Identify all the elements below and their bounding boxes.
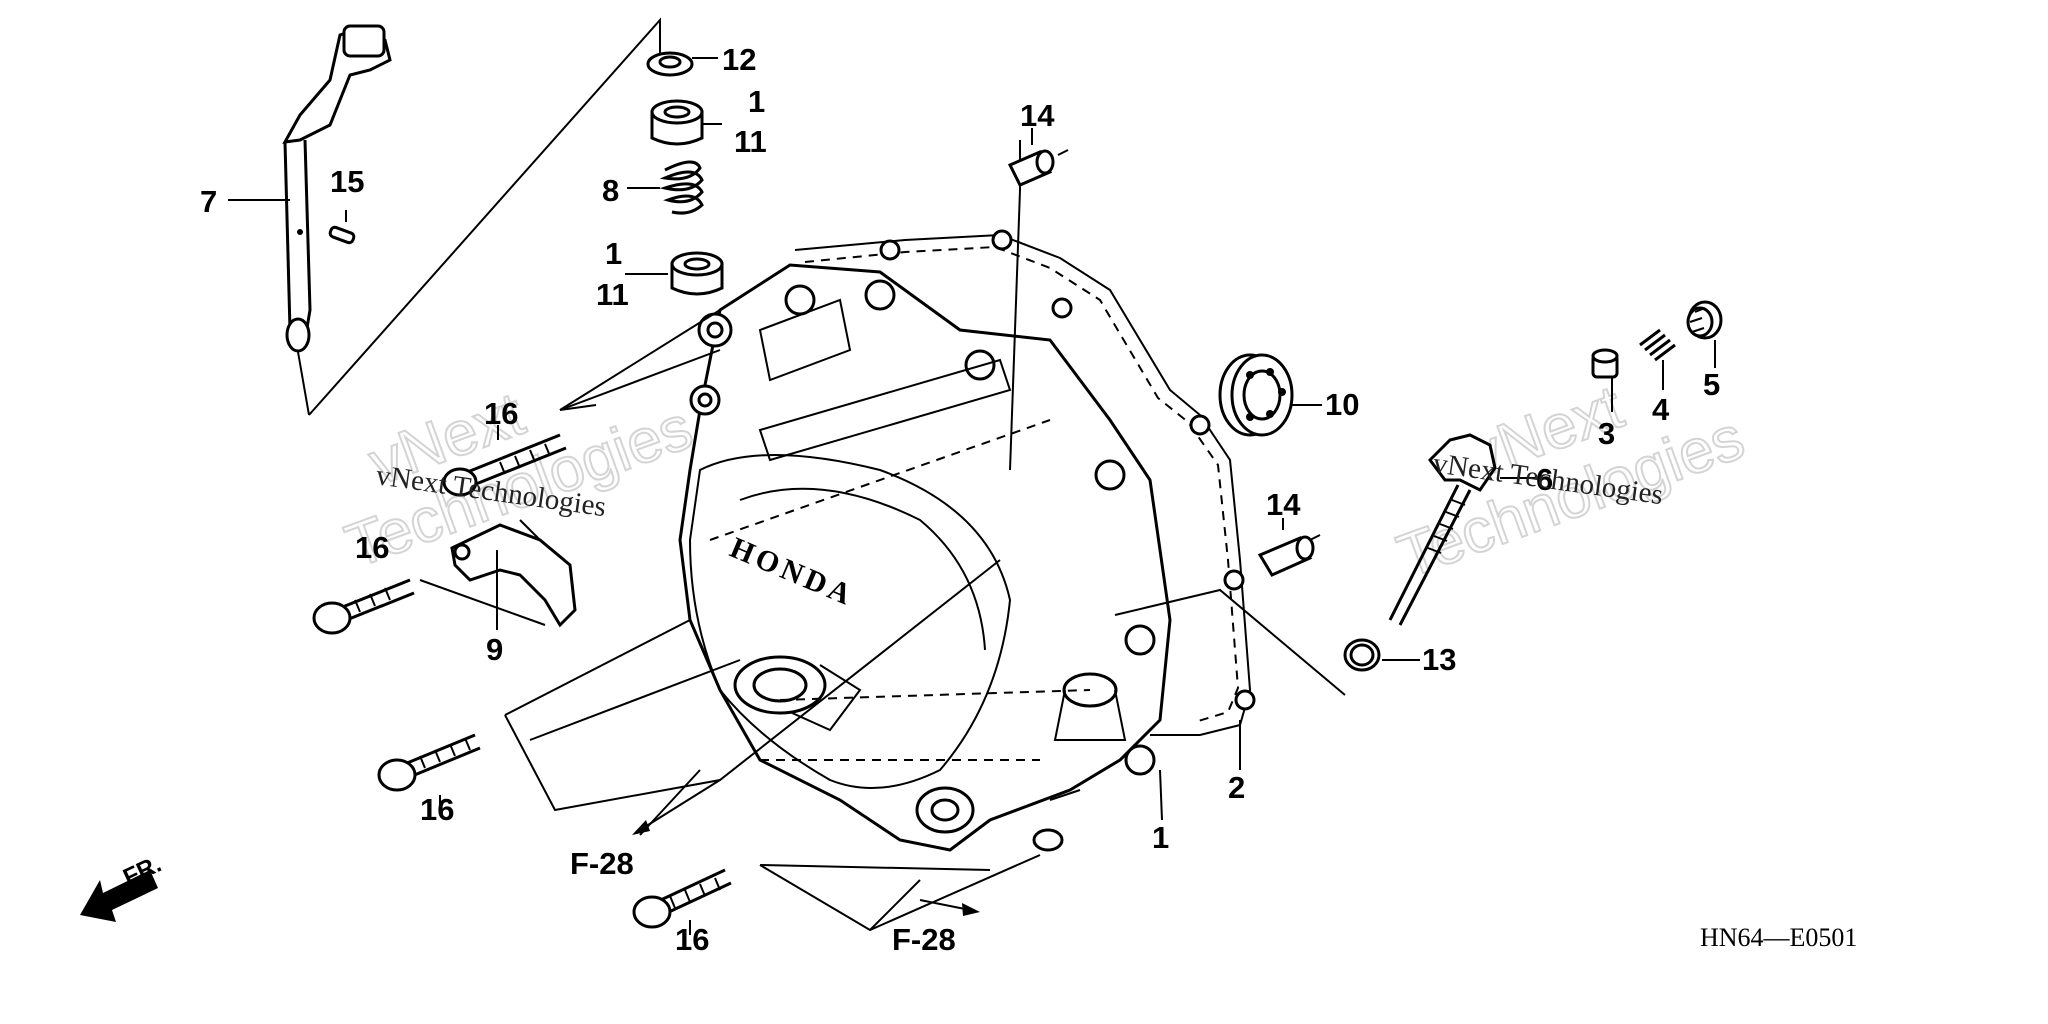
callout-9: 9 [486, 632, 503, 667]
callout-14-top: 14 [1020, 98, 1055, 133]
callout-1-bottom: 1 [1152, 820, 1169, 855]
callout-15: 15 [330, 164, 364, 199]
callout-12: 12 [722, 42, 756, 77]
callout-8: 8 [602, 173, 619, 208]
bolt-lower-left [377, 733, 481, 792]
callout-4: 4 [1652, 392, 1670, 427]
plug [1591, 348, 1619, 379]
callout-16-c: 16 [420, 792, 454, 827]
callout-11-mid: 11 [596, 277, 629, 312]
spring [659, 160, 704, 215]
bolt-bottom [632, 868, 732, 929]
f28-arrow-bottom [919, 899, 980, 916]
callout-10: 10 [1325, 387, 1359, 422]
callout-7: 7 [200, 184, 217, 219]
diagram-code: HN64—E0501 [1700, 923, 1857, 952]
bracket [450, 519, 577, 628]
callout-16-d: 16 [675, 922, 709, 957]
callout-16-b: 16 [355, 530, 389, 565]
callout-11-top: 11 [734, 124, 767, 159]
callout-2: 2 [1228, 770, 1245, 805]
ref-f28-left[interactable]: F-28 [570, 846, 634, 881]
callout-16-a: 16 [484, 396, 518, 431]
oil-seal [1218, 353, 1294, 437]
callout-3: 3 [1598, 416, 1615, 451]
dowel-collar-mid [1257, 535, 1315, 577]
shift-lever [282, 24, 392, 353]
ref-f28-bottom[interactable]: F-28 [892, 922, 956, 957]
dowel-collar-top [1007, 149, 1055, 187]
washer [646, 51, 694, 77]
callout-1-top: 1 [748, 84, 765, 119]
bolt-mid-left [312, 578, 415, 635]
callout-6: 6 [1536, 462, 1553, 497]
bolt-upper [442, 433, 567, 497]
bearing-lower [670, 251, 724, 296]
bracket-line-top [308, 17, 661, 416]
cover-logo: HONDA [725, 531, 859, 613]
o-ring [1343, 638, 1381, 672]
callout-1-mid: 1 [605, 236, 622, 271]
front-arrow [80, 870, 158, 922]
callout-5: 5 [1703, 367, 1720, 402]
callout-13: 13 [1422, 642, 1456, 677]
sealing-cap [1686, 300, 1723, 340]
oil-dipstick [1388, 433, 1497, 626]
bearing-upper [650, 99, 704, 146]
relief-spring [1639, 328, 1676, 362]
right-crankcase-cover [678, 229, 1256, 852]
pin [328, 225, 356, 245]
f28-arrow-left [632, 779, 721, 835]
callout-14-mid: 14 [1266, 487, 1301, 522]
